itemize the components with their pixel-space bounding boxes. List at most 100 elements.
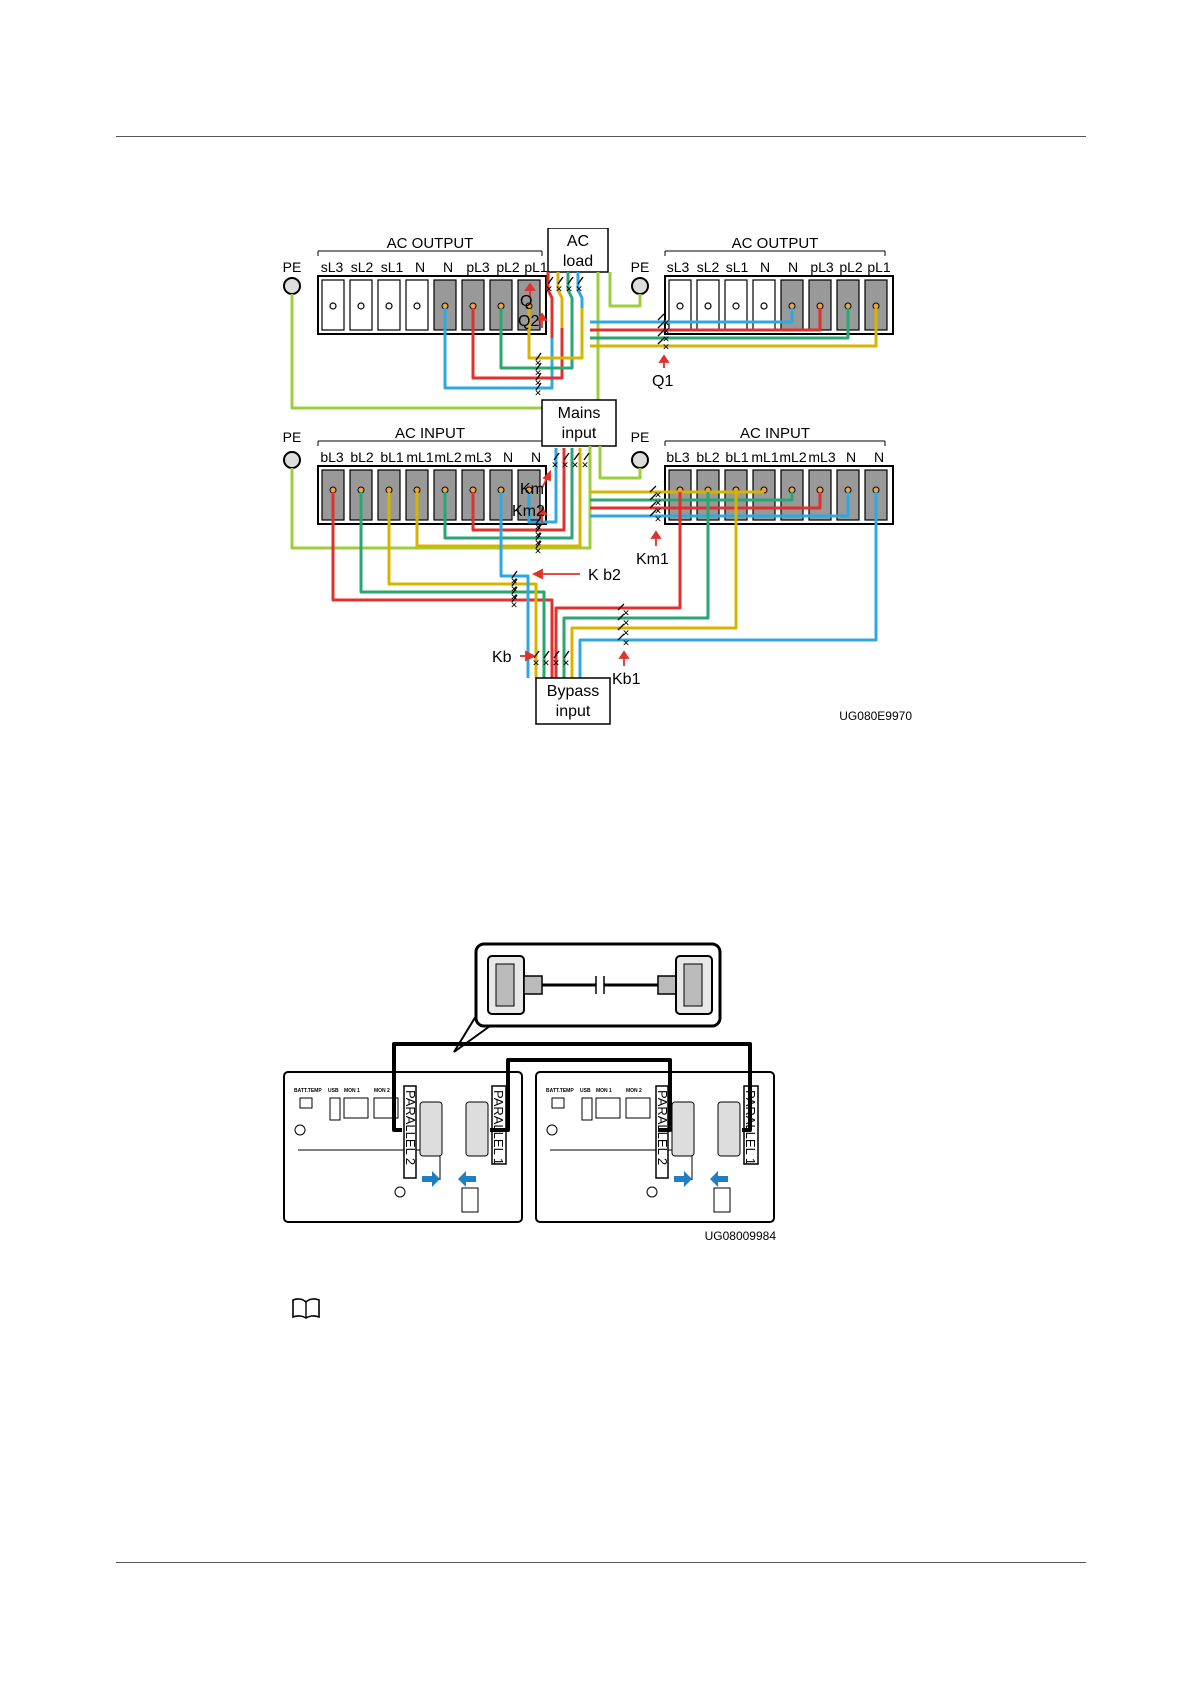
svg-text:✕: ✕	[551, 460, 559, 470]
terminal-label: N	[415, 259, 425, 275]
svg-text:✕: ✕	[510, 584, 518, 594]
bypass-input-label: input	[556, 703, 591, 720]
footer-rule	[116, 1562, 1086, 1563]
pe-terminal	[283, 277, 301, 295]
bottom-left-input-title: AC INPUT	[395, 425, 465, 442]
terminal-label: sL1	[381, 259, 404, 275]
ac-load-box	[547, 228, 609, 273]
svg-text:✕: ✕	[534, 546, 542, 556]
parallel-figure-code: UG08009984	[705, 1229, 777, 1243]
terminal-label: bL3	[666, 449, 690, 465]
terminal-label: bL3	[320, 449, 344, 465]
top-left-output-title: AC OUTPUT	[387, 235, 474, 252]
terminal-label: sL3	[667, 259, 690, 275]
terminal-label: bL2	[350, 449, 374, 465]
mains-input-label: input	[562, 425, 597, 442]
terminal-label: pL2	[839, 259, 863, 275]
left-unit-panel: BATT.TEMP USB MON 1 MON 2 PARALLEL 2 PAR…	[283, 1071, 523, 1223]
svg-text:✕: ✕	[562, 658, 570, 668]
ac-load-label: load	[563, 253, 593, 270]
ac-load-label: AC	[567, 233, 589, 250]
terminal-label: N	[874, 449, 884, 465]
port-label-usb: USB	[580, 1088, 591, 1094]
terminal-label: pL2	[496, 259, 520, 275]
terminal-label: mL2	[434, 449, 461, 465]
svg-text:✕: ✕	[565, 284, 573, 294]
terminal-label: N	[760, 259, 770, 275]
terminal-label: mL3	[464, 449, 491, 465]
port-label-parallel1: PARALLEL 1	[491, 1090, 506, 1165]
svg-text:✕: ✕	[654, 490, 662, 500]
port-label-mon2: MON 2	[374, 1088, 390, 1094]
terminal-label: bL2	[696, 449, 720, 465]
port-label-parallel2: PARALLEL 2	[655, 1090, 670, 1165]
svg-text:✕: ✕	[534, 388, 542, 398]
svg-text:✕: ✕	[662, 334, 670, 344]
terminal-label-pe: PE	[283, 429, 302, 445]
svg-text:✕: ✕	[542, 658, 550, 668]
terminal-label: N	[503, 449, 513, 465]
book-icon	[292, 1298, 320, 1319]
terminal-label: mL3	[808, 449, 835, 465]
terminal-label: bL1	[380, 449, 404, 465]
bottom-right-input-title: AC INPUT	[740, 425, 810, 442]
terminal-label: pL3	[810, 259, 834, 275]
port-label-parallel2: PARALLEL 2	[403, 1090, 418, 1165]
svg-text:✕: ✕	[571, 460, 579, 470]
switch-km1-label: Km1	[636, 551, 669, 568]
switch-q2-label: Q2	[518, 313, 539, 330]
svg-text:✕: ✕	[662, 326, 670, 336]
switch-km-label: Km	[520, 481, 544, 498]
svg-text:✕: ✕	[545, 284, 553, 294]
svg-text:✕: ✕	[552, 658, 560, 668]
switch-q-label: Q	[520, 293, 532, 310]
terminal-label-pe: PE	[631, 259, 650, 275]
header-rule	[116, 136, 1086, 137]
top-right-output-block: AC OUTPUT PE sL3 sL2 sL1 N N pL3 pL2 pL1	[631, 235, 894, 335]
port-label-mon1: MON 1	[344, 1088, 360, 1094]
terminal-label: sL3	[321, 259, 344, 275]
switch-q1-label: Q1	[652, 373, 673, 390]
svg-text:✕: ✕	[532, 658, 540, 668]
svg-text:✕: ✕	[534, 522, 542, 532]
top-right-output-title: AC OUTPUT	[732, 235, 819, 252]
svg-text:✕: ✕	[534, 530, 542, 540]
svg-text:✕: ✕	[534, 368, 542, 378]
terminal-label: mL2	[779, 449, 806, 465]
pe-terminal	[631, 277, 649, 295]
terminal-label: N	[788, 259, 798, 275]
terminal-label: pL1	[524, 259, 548, 275]
terminal-label: mL1	[751, 449, 778, 465]
ac-wiring-diagram: AC OUTPUT PE sL3 sL2 sL1 N N pL3 pL2 pL1…	[283, 228, 912, 725]
terminal-label: sL2	[351, 259, 374, 275]
terminal-label: sL2	[697, 259, 720, 275]
terminal-label-pe: PE	[631, 429, 650, 445]
pe-terminal	[283, 451, 301, 469]
svg-text:✕: ✕	[622, 638, 630, 648]
svg-text:✕: ✕	[555, 284, 563, 294]
switch-kb-label: Kb	[492, 649, 512, 666]
parallel-cable-inner	[490, 1058, 672, 1132]
right-unit-panel: BATT.TEMP USB MON 1 MON 2 PARALLEL 2 PAR…	[535, 1071, 775, 1223]
top-left-output-block: AC OUTPUT PE sL3 sL2 sL1 N N pL3 pL2 pL1	[283, 235, 548, 335]
port-label-batt-temp: BATT.TEMP	[294, 1088, 322, 1094]
port-label-batt-temp: BATT.TEMP	[546, 1088, 574, 1094]
svg-text:✕: ✕	[662, 318, 670, 328]
terminal-label: N	[443, 259, 453, 275]
parallel-cable-diagram: BATT.TEMP USB MON 1 MON 2 PARALLEL 2 PAR…	[283, 942, 777, 1243]
terminal-label-pe: PE	[283, 259, 302, 275]
svg-text:✕: ✕	[662, 342, 670, 352]
svg-text:✕: ✕	[581, 460, 589, 470]
svg-text:✕: ✕	[534, 358, 542, 368]
port-label-mon1: MON 1	[596, 1088, 612, 1094]
svg-text:✕: ✕	[622, 618, 630, 628]
svg-text:✕: ✕	[510, 592, 518, 602]
terminal-label: N	[531, 449, 541, 465]
svg-text:✕: ✕	[575, 284, 583, 294]
parallel-cable-outer	[392, 1042, 752, 1132]
svg-text:✕: ✕	[622, 608, 630, 618]
svg-text:✕: ✕	[654, 498, 662, 508]
switch-kb1-label: Kb1	[612, 671, 641, 688]
port-label-usb: USB	[328, 1088, 339, 1094]
svg-text:✕: ✕	[622, 628, 630, 638]
